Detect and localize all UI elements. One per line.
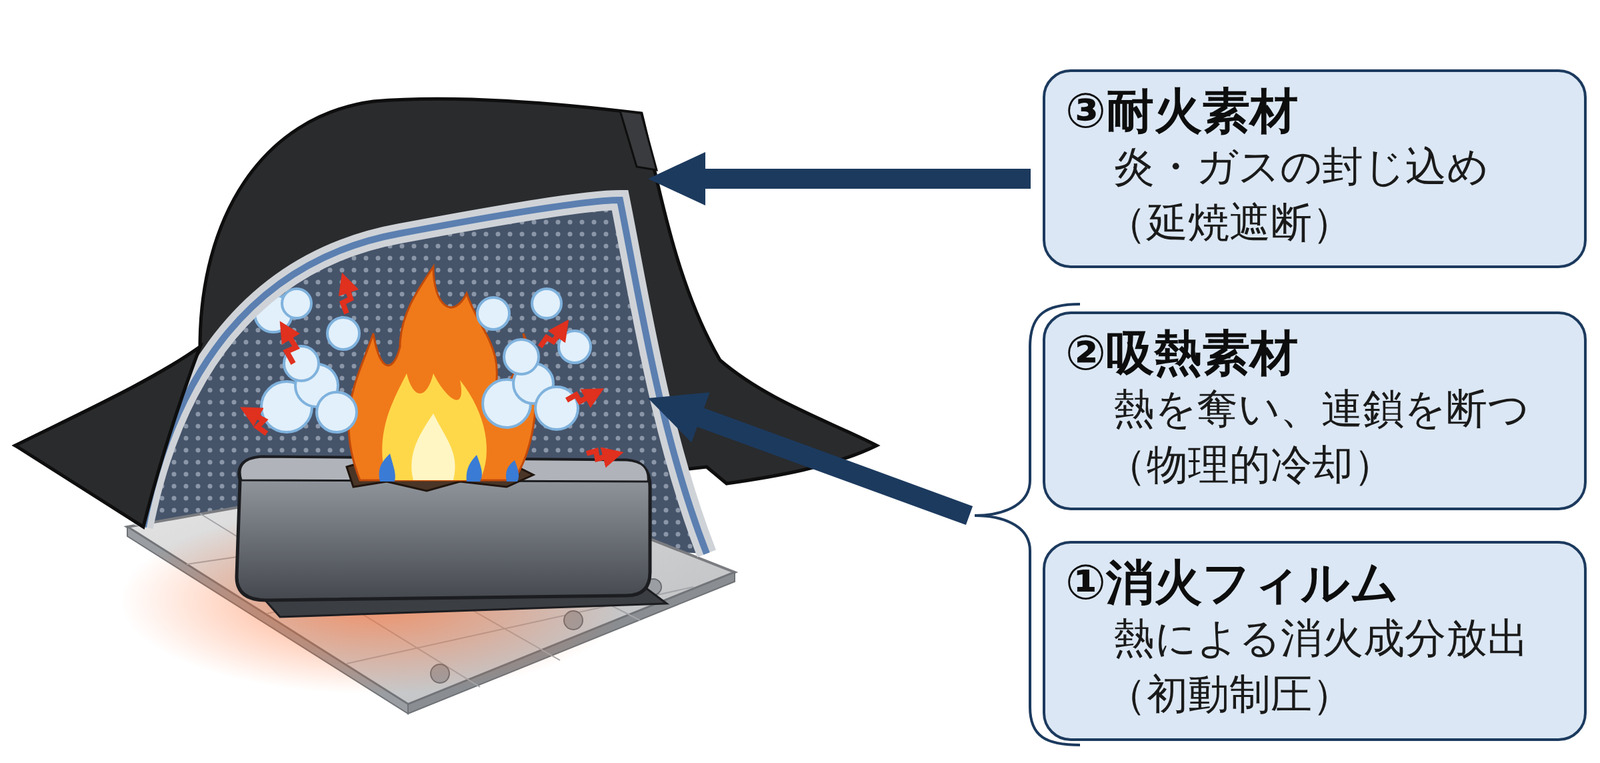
callout-box: ③耐火素材炎・ガスの封じ込め（延焼遮断） (1042, 69, 1587, 268)
leader-arrow (648, 392, 973, 525)
callout-box: ①消火フィルム熱による消火成分放出（初動制圧） (1042, 540, 1587, 741)
box-note: （物理的冷却） (1065, 436, 1568, 493)
box-heading: ②吸熱素材 (1065, 324, 1568, 381)
fireproof-layer-edge (143, 200, 707, 554)
box-heading: ①消火フィルム (1065, 554, 1568, 610)
box-heading: ③耐火素材 (1065, 82, 1568, 139)
callout-box: ②吸熱素材熱を奪い、連鎖を断つ（物理的冷却） (1042, 311, 1587, 510)
leader-arrow (648, 152, 1031, 206)
blanket-front-left (15, 346, 200, 527)
flame-outer (348, 266, 536, 480)
blanket-fold (620, 110, 657, 170)
box-body: 炎・ガスの封じ込め (1065, 138, 1568, 195)
box-note: （延焼遮断） (1065, 194, 1568, 251)
blue-flames (379, 453, 519, 482)
heat-absorbing-layer-edge (143, 200, 707, 554)
box-body: 熱による消火成分放出 (1065, 610, 1568, 666)
box-body: 熱を奪い、連鎖を断つ (1065, 380, 1568, 437)
flame-core (411, 413, 455, 480)
smoke-cloud (477, 288, 591, 430)
blanket-back (15, 98, 877, 527)
box-note: （初動制圧） (1065, 666, 1568, 722)
heat-arrow (249, 282, 614, 459)
